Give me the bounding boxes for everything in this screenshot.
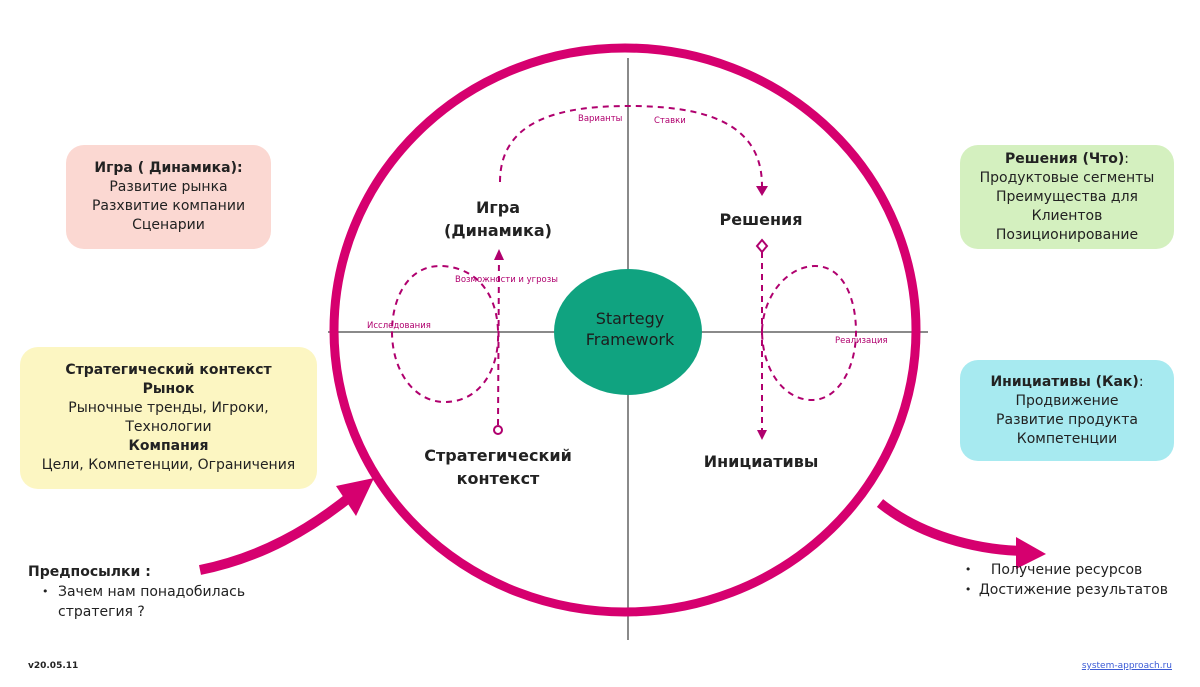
initiatives-box-title: Инициативы (Как): <box>990 373 1144 390</box>
context-box: Стратегический контекст Рынок Рыночные т… <box>20 347 317 489</box>
initiatives-box-item: Компетенции <box>1016 430 1118 447</box>
decisions-box-item: Продуктовые сегменты <box>979 169 1155 186</box>
quadrant-label-game: Игра (Динамика) <box>428 196 568 242</box>
game-box-item: Разхвитие компании <box>91 198 246 214</box>
game-box-title: Игра ( Динамика): <box>94 160 243 176</box>
game-flow-arrowhead <box>494 249 504 260</box>
dashed-flows <box>390 104 858 432</box>
flow-label-realization: Реализация <box>835 336 888 346</box>
quadrant-label-initiatives-line1: Инициативы <box>703 452 819 471</box>
quadrant-label-context-line2: контекст <box>456 469 540 488</box>
game-box-item: Сценарии <box>132 217 205 233</box>
research-loop <box>390 264 500 404</box>
context-start-marker <box>493 425 503 435</box>
top-flow-arrowhead <box>756 186 768 196</box>
realization-loop <box>761 264 858 402</box>
quadrant-label-game-line2: (Динамика) <box>444 221 552 240</box>
game-box: Игра ( Динамика): Развитие рынка Разхвит… <box>66 145 271 249</box>
version-label: v20.05.11 <box>28 661 79 671</box>
quadrant-label-context: Стратегический контекст <box>412 444 584 490</box>
decisions-box: Решения (Что): Продуктовые сегменты Преи… <box>960 145 1174 249</box>
decisions-box-item: Позиционирование <box>995 226 1139 243</box>
context-box-market-items: Рыночные тренды, Игроки, Технологии <box>68 400 269 435</box>
prerequisites: Предпосылки : Зачем нам понадобиласьстра… <box>28 562 245 622</box>
outcomes-item: Достижение результатов <box>961 580 1168 600</box>
quadrant-label-decisions: Решения <box>700 208 822 231</box>
decisions-start-marker <box>755 238 769 254</box>
center-label-line2: Framework <box>585 330 675 349</box>
outcomes-item: Получение ресурсов <box>961 560 1168 580</box>
quadrant-label-initiatives: Инициативы <box>690 450 832 473</box>
site-link[interactable]: system-approach.ru <box>1081 661 1172 671</box>
output-arrow <box>876 499 1025 556</box>
game-box-item: Развитие рынка <box>109 179 228 195</box>
center-ellipse <box>554 269 702 395</box>
flow-label-bets: Ставки <box>654 116 686 126</box>
quadrant-label-context-line1: Стратегический <box>424 446 572 465</box>
input-arrowhead <box>336 478 374 516</box>
decisions-box-item: Преимущества для Клиентов <box>996 188 1138 224</box>
initiatives-box: Инициативы (Как): Продвижение Развитие п… <box>960 360 1174 461</box>
center-label-line1: Startegy <box>595 309 665 328</box>
top-flow-arc <box>499 104 763 187</box>
outcomes-list: Получение ресурсов Достижение результато… <box>961 560 1168 600</box>
context-box-market: Рынок <box>142 381 195 397</box>
strategy-ring <box>329 43 921 617</box>
initiatives-box-item: Развитие продукта <box>996 411 1138 428</box>
initiatives-flow-arrowhead <box>757 430 767 440</box>
prerequisites-title: Предпосылки : <box>28 564 151 580</box>
center-label: Startegy Framework <box>556 308 704 350</box>
initiatives-box-item: Продвижение <box>1015 392 1119 409</box>
quadrant-label-game-line1: Игра <box>476 198 520 217</box>
quadrant-label-decisions-line1: Решения <box>719 210 803 229</box>
context-box-title: Стратегический контекст <box>65 362 272 378</box>
context-box-company-items: Цели, Компетенции, Ограничения <box>41 457 296 473</box>
context-box-company: Компания <box>128 438 209 454</box>
flow-label-opportunities: Возможности и угрозы <box>455 275 558 285</box>
decisions-box-title: Решения (Что): <box>1004 150 1130 167</box>
input-arrow <box>199 488 360 575</box>
outcomes: Получение ресурсов Достижение результато… <box>961 560 1168 600</box>
flow-label-research: Исследования <box>367 321 431 331</box>
flow-label-variants: Варианты <box>578 114 623 124</box>
